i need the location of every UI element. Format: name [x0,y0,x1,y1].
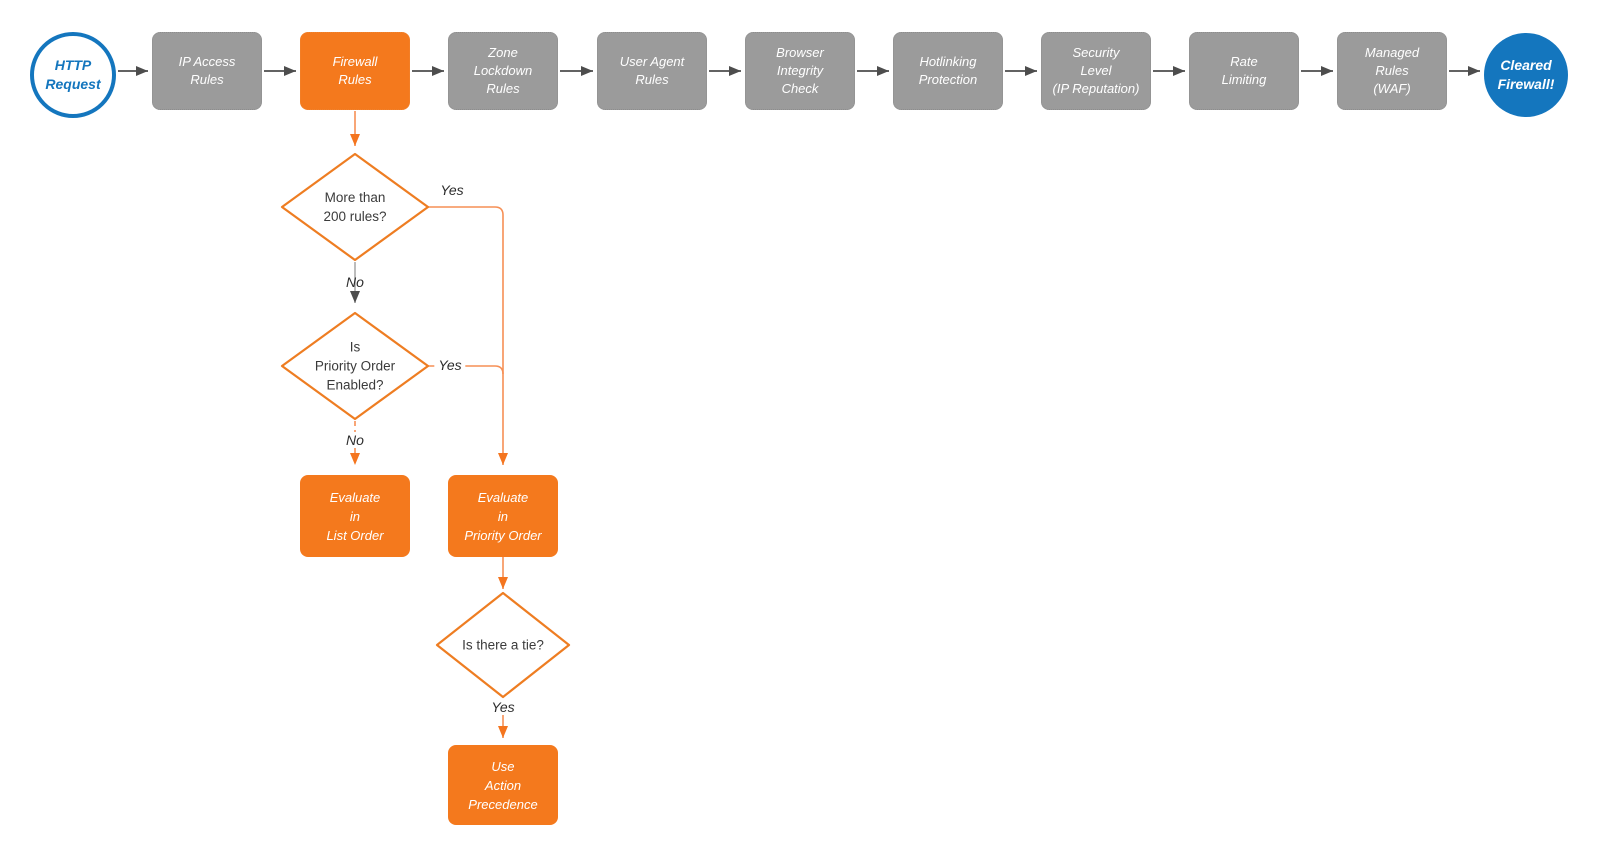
decision2-yes-label: Yes [434,357,466,373]
outcome-label: Evaluate in Priority Order [464,489,542,543]
connector-decision1-yes [428,206,508,465]
decision1-question: More than 200 rules? [323,190,387,224]
decision3-question: Is there a tie? [462,637,544,653]
step-security-level: Security Level (IP Reputation) [1041,32,1151,110]
outcome-label: Evaluate in List Order [326,489,384,543]
decision1-yes-label: Yes [440,182,464,198]
step-ip-access-rules: IP Access Rules [152,32,262,110]
step-label: Browser Integrity Check [776,45,824,96]
step-label: Firewall Rules [332,54,378,87]
step-browser-integrity-check: Browser Integrity Check [745,32,855,110]
step-label: Rate Limiting [1221,54,1267,87]
decision-diamonds [280,152,571,699]
step-label: Zone Lockdown Rules [473,45,533,96]
step-zone-lockdown-rules: Zone Lockdown Rules [448,32,558,110]
outcome-label: Use Action Precedence [468,758,538,812]
start-node-label: HTTP Request [45,57,101,92]
start-node-http-request: HTTP Request [30,32,116,118]
decision2-no-label: No [342,432,368,448]
step-managed-rules-waf: Managed Rules (WAF) [1337,32,1447,110]
end-node-label: Cleared Firewall! [1497,57,1555,92]
outcome-evaluate-priority-order: Evaluate in Priority Order [448,475,558,557]
decision3-yes-label: Yes [487,699,519,715]
step-firewall-rules: Firewall Rules [300,32,410,110]
outcome-evaluate-list-order: Evaluate in List Order [300,475,410,557]
step-rate-limiting: Rate Limiting [1189,32,1299,110]
step-hotlinking-protection: Hotlinking Protection [893,32,1003,110]
step-label: IP Access Rules [178,54,236,87]
step-user-agent-rules: User Agent Rules [597,32,707,110]
end-node-cleared-firewall: Cleared Firewall! [1484,33,1568,117]
step-label: Managed Rules (WAF) [1364,45,1420,96]
outcome-use-action-precedence: Use Action Precedence [448,745,558,825]
step-label: Security Level (IP Reputation) [1052,45,1140,96]
step-label: User Agent Rules [619,54,685,87]
decision2-question: Is Priority Order Enabled? [314,339,396,393]
decision1-no-label: No [346,274,364,290]
step-label: Hotlinking Protection [918,54,978,87]
